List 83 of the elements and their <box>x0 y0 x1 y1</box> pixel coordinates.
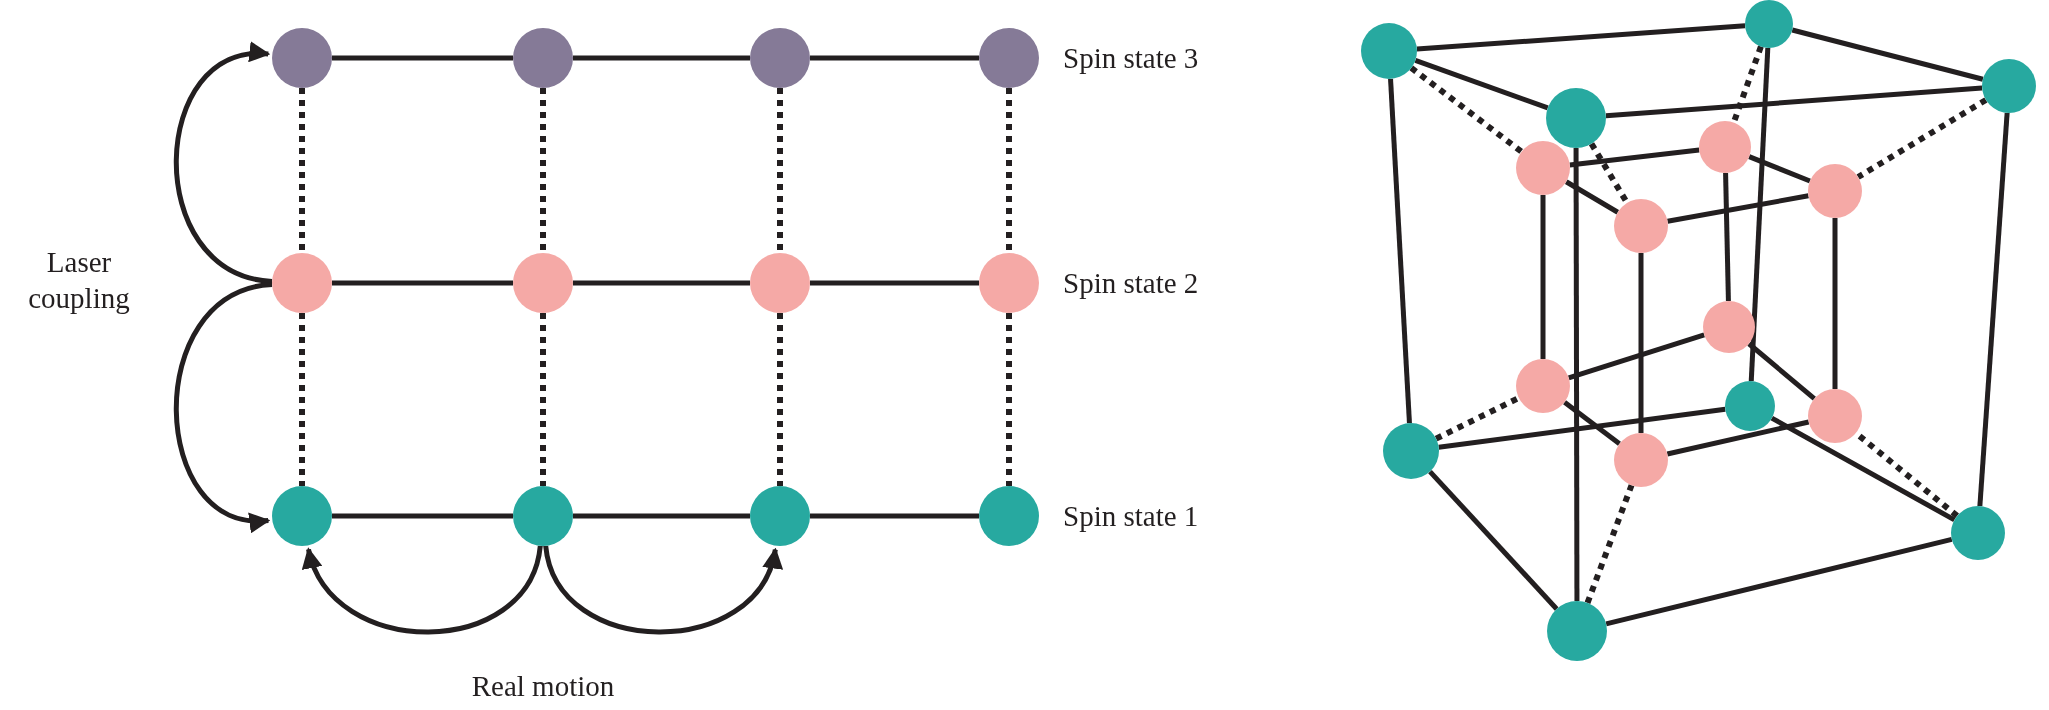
dotted-line <box>299 313 305 486</box>
connector-line <box>1666 419 1810 457</box>
vertex-circle <box>1745 0 1793 48</box>
connector-line <box>1605 537 1953 627</box>
dotted-line <box>1006 313 1012 486</box>
connector-line <box>573 513 750 519</box>
vertex-circle <box>1614 199 1668 253</box>
connector-line <box>332 55 513 61</box>
connector-line <box>810 280 979 286</box>
vertex-circle <box>1383 423 1439 479</box>
connector-line <box>1747 341 1816 401</box>
vertex-circle <box>1614 433 1668 487</box>
connector-line <box>1428 469 1559 611</box>
row-label: Spin state 3 <box>1063 41 1199 76</box>
vertex-circle <box>1699 121 1751 173</box>
connector-line <box>573 280 750 286</box>
connector-line <box>1770 416 1956 523</box>
connector-line <box>1832 218 1838 389</box>
row-label: Spin state 1 <box>1063 499 1199 534</box>
dotted-line <box>540 88 546 253</box>
connector-line <box>332 280 513 286</box>
connector-line <box>810 513 979 519</box>
curved-arrow <box>543 545 780 635</box>
lattice-site-circle <box>513 253 573 313</box>
vertex-circle <box>1982 59 2036 113</box>
arrow-label: Laser coupling <box>27 245 131 316</box>
vertex-circle <box>1546 88 1606 148</box>
lattice-site-circle <box>272 486 332 546</box>
curved-arrow <box>304 545 543 635</box>
dotted-line <box>1409 65 1524 155</box>
connector-line <box>1791 27 1984 82</box>
connector-line <box>1567 332 1705 381</box>
dotted-line <box>1730 45 1764 124</box>
dotted-line <box>777 88 783 253</box>
curved-arrow <box>173 44 273 284</box>
lattice-site-circle <box>979 486 1039 546</box>
vertex-circle <box>1703 301 1755 353</box>
connector-line <box>1638 253 1644 433</box>
connector-line <box>1388 78 1412 424</box>
curved-arrow <box>173 282 273 531</box>
dotted-line <box>1856 97 1988 180</box>
lattice-site-circle <box>979 28 1039 88</box>
vertex-circle <box>1951 506 2005 560</box>
vertex-circle <box>1361 23 1417 79</box>
connector-line <box>1563 400 1621 446</box>
connector-line <box>1748 47 1771 382</box>
connector-line <box>1438 406 1726 450</box>
row-label: Spin state 2 <box>1063 266 1199 301</box>
vertex-circle <box>1516 141 1570 195</box>
lattice-site-circle <box>750 28 810 88</box>
connector-line <box>1414 58 1549 111</box>
dotted-line <box>777 313 783 486</box>
vertex-circle <box>1725 381 1775 431</box>
lattice-site-circle <box>513 28 573 88</box>
connector-line <box>1723 172 1731 302</box>
lattice-site-circle <box>750 253 810 313</box>
vertex-circle <box>1808 389 1862 443</box>
lattice-site-circle <box>750 486 810 546</box>
dotted-line <box>299 88 305 253</box>
connector-line <box>1977 112 2010 507</box>
vertex-circle <box>1547 601 1607 661</box>
dotted-line <box>1434 395 1521 442</box>
connector-line <box>1540 195 1546 359</box>
lattice-site-circle <box>272 253 332 313</box>
connector-line <box>332 513 513 519</box>
connector-line <box>1416 23 1746 52</box>
connector-line <box>1748 154 1811 184</box>
vertex-circle <box>1516 359 1570 413</box>
connector-line <box>1605 85 1983 119</box>
connector-line <box>1569 147 1700 168</box>
connector-line <box>1564 179 1620 215</box>
lattice-site-circle <box>979 253 1039 313</box>
lattice-site-circle <box>513 486 573 546</box>
connector-line <box>1573 148 1580 601</box>
dotted-line <box>1006 88 1012 253</box>
connector-line <box>1667 193 1809 224</box>
dotted-line <box>1584 484 1635 604</box>
arrow-label: Real motion <box>470 669 616 704</box>
connector-line <box>573 55 750 61</box>
dotted-line <box>540 313 546 486</box>
connector-line <box>810 55 979 61</box>
vertex-circle <box>1808 164 1862 218</box>
lattice-site-circle <box>272 28 332 88</box>
